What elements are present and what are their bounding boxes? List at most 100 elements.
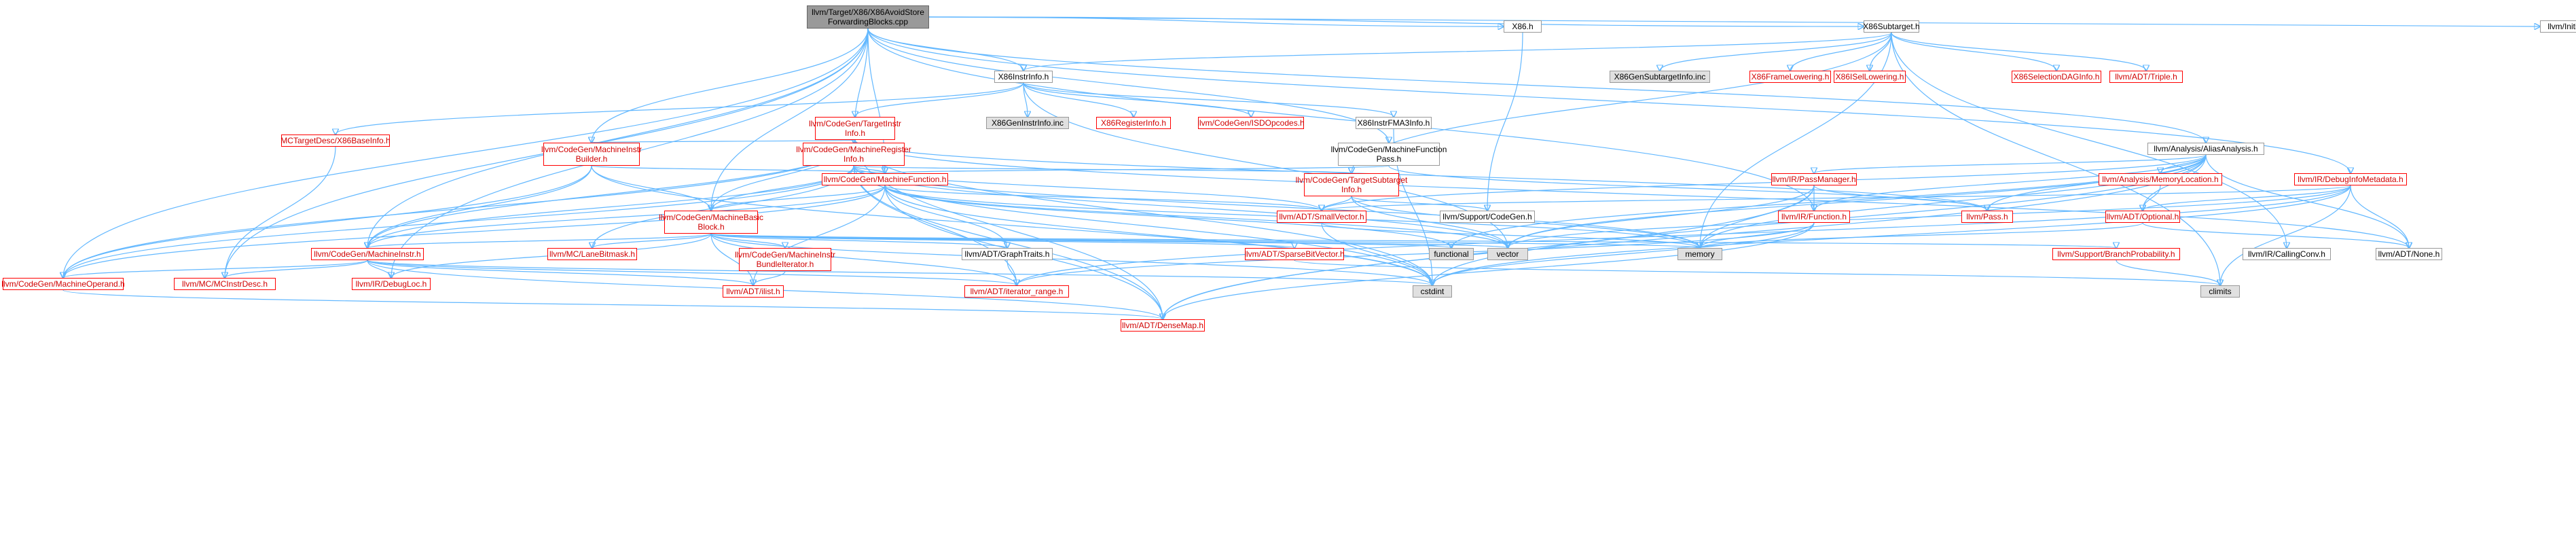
node-x86isellowering[interactable]: X86ISelLowering.h	[1834, 71, 1906, 83]
edge-root-to-debuginfometadata	[867, 28, 2351, 173]
edge-machineinstr-to-machineoperand	[63, 260, 368, 278]
node-branchprob[interactable]: llvm/Support/BranchProbability.h	[2052, 248, 2180, 260]
node-densemap[interactable]: llvm/ADT/DenseMap.h	[1121, 319, 1205, 332]
node-adtnone[interactable]: llvm/ADT/None.h	[2376, 248, 2442, 260]
node-targetsubtargetinfo[interactable]: llvm/CodeGen/TargetSubtarget Info.h	[1296, 173, 1407, 196]
node-lanebitmask[interactable]: llvm/MC/LaneBitmask.h	[547, 248, 637, 260]
edge-root-to-x86instrinfo	[867, 28, 1023, 71]
node-cstdint: cstdint	[1413, 285, 1452, 298]
edge-debuginfometadata-to-vector	[1508, 185, 2351, 248]
node-supportcodegen[interactable]: llvm/Support/CodeGen.h	[1440, 211, 1535, 223]
edge-root-to-machineinstr	[367, 28, 869, 248]
node-memorylocation[interactable]: llvm/Analysis/MemoryLocation.h	[2099, 173, 2222, 185]
edge-targetinstrinfo-to-adtnone	[854, 139, 2409, 248]
node-machineinstr[interactable]: llvm/CodeGen/MachineInstr.h	[311, 248, 424, 260]
edge-machinefunction-to-machinebasicblock	[711, 185, 886, 211]
node-irfunction[interactable]: llvm/IR/Function.h	[1778, 211, 1850, 223]
edge-x86subtarget-to-x86instrinfo	[1023, 32, 1892, 71]
node-memory: memory	[1677, 248, 1722, 260]
edge-aliasanalysis-to-smallvector	[1322, 154, 2207, 211]
edge-memorylocation-to-adtoptional	[2143, 185, 2161, 211]
edge-irfunction-to-memory	[1700, 222, 1815, 248]
node-machineoperand[interactable]: llvm/CodeGen/MachineOperand.h	[1, 278, 125, 290]
edge-x86subtarget-to-adttriple	[1891, 32, 2146, 71]
node-x86subtarget[interactable]: X86Subtarget.h	[1863, 20, 1920, 33]
node-isdopcodes[interactable]: llvm/CodeGen/ISDOpcodes.h	[1197, 117, 1305, 129]
node-bundleiterator[interactable]: llvm/CodeGen/MachineInstr BundleIterator…	[735, 248, 835, 271]
edge-bundleiterator-to-ilist	[753, 270, 786, 285]
node-x86selectiondag[interactable]: X86SelectionDAGInfo.h	[2012, 71, 2101, 83]
node-x86registerinfo[interactable]: X86RegisterInfo.h	[1096, 117, 1171, 129]
node-mcinstrdesc[interactable]: llvm/MC/MCInstrDesc.h	[174, 278, 276, 290]
edge-machineoperand-to-densemap	[62, 289, 1163, 319]
node-ilist[interactable]: llvm/ADT/ilist.h	[723, 285, 784, 298]
edge-graphtraits-to-iteratorrange	[1006, 260, 1017, 285]
edge-debuginfometadata-to-iteratorrange	[1017, 185, 2351, 285]
edge-aliasanalysis-to-memory	[1700, 154, 2207, 248]
edge-root-to-initpasses	[928, 16, 2540, 26]
node-debugloc[interactable]: llvm/IR/DebugLoc.h	[352, 278, 431, 290]
edge-machineregisterinfo-to-machineinstr	[367, 165, 854, 248]
edge-x86baseinfo-to-mcinstrdesc	[225, 146, 336, 278]
node-aliasanalysis[interactable]: llvm/Analysis/AliasAnalysis.h	[2147, 143, 2264, 155]
edge-x86subtarget-to-x86selectiondag	[1891, 32, 2056, 71]
edge-root-to-x86subtarget	[928, 16, 1864, 26]
edge-machinefunctionpass-to-machinefunction	[885, 165, 1390, 173]
edge-x86instrinfo-to-x86registerinfo	[1023, 82, 1133, 117]
node-adtoptional[interactable]: llvm/ADT/Optional.h	[2105, 211, 2180, 223]
edge-branchprob-to-climits	[2116, 260, 2220, 285]
node-x86framelowering[interactable]: X86FrameLowering.h	[1749, 71, 1831, 83]
edge-machineinstr-to-iteratorrange	[367, 260, 1017, 285]
node-x86instrfma3[interactable]: X86InstrFMA3Info.h	[1356, 117, 1432, 129]
edge-adtoptional-to-memory	[1700, 222, 2143, 248]
node-debuginfometadata[interactable]: llvm/IR/DebugInfoMetadata.h	[2294, 173, 2407, 185]
node-smallvector[interactable]: llvm/ADT/SmallVector.h	[1277, 211, 1366, 223]
edge-aliasanalysis-to-vector	[1508, 154, 2207, 248]
edge-machineinstrbuilder-to-machinefunction	[591, 165, 885, 173]
edge-x86subtarget-to-x86gensubtarget	[1660, 32, 1892, 71]
edge-debuginfometadata-to-climits	[2220, 185, 2351, 285]
edge-machinefunction-to-graphtraits	[884, 185, 1007, 248]
node-iteratorrange[interactable]: llvm/ADT/iterator_range.h	[964, 285, 1069, 298]
node-graphtraits[interactable]: llvm/ADT/GraphTraits.h	[962, 248, 1053, 260]
node-x86baseinfo[interactable]: MCTargetDesc/X86BaseInfo.h	[280, 135, 391, 147]
edge-targetsubtargetinfo-to-supportcodegen	[1351, 196, 1487, 211]
node-x86h[interactable]: X86.h	[1504, 20, 1542, 33]
node-passmanager[interactable]: llvm/IR/PassManager.h	[1771, 173, 1857, 185]
node-machinefunctionpass[interactable]: llvm/CodeGen/MachineFunction Pass.h	[1331, 143, 1447, 166]
edge-machinefunction-to-functional	[884, 185, 1451, 248]
node-x86instrinfo[interactable]: X86InstrInfo.h	[994, 71, 1053, 83]
edge-machinebasicblock-to-branchprob	[710, 233, 2116, 248]
edge-machineregisterinfo-to-vector	[853, 165, 1508, 248]
node-initpasses[interactable]: llvm/InitializePasses.h	[2540, 20, 2576, 33]
edge-x86subtarget-to-climits	[1891, 32, 2220, 285]
node-machinebasicblock[interactable]: llvm/CodeGen/MachineBasic Block.h	[659, 211, 763, 234]
node-adttriple[interactable]: llvm/ADT/Triple.h	[2109, 71, 2183, 83]
edge-smallvector-to-memory	[1321, 222, 1700, 248]
node-machinefunction[interactable]: llvm/CodeGen/MachineFunction.h	[822, 173, 948, 185]
edge-passmanager-to-vector	[1508, 185, 1815, 248]
edge-x86instrinfo-to-x86instrfma3	[1023, 82, 1394, 117]
edge-aliasanalysis-to-adtnone	[2205, 154, 2409, 248]
edge-debuginfometadata-to-cstdint	[1432, 185, 2351, 285]
edge-machinefunction-to-smallvector	[884, 185, 1322, 211]
edge-debuginfometadata-to-smallvector	[1322, 185, 2351, 211]
node-machineinstrbuilder[interactable]: llvm/CodeGen/MachineInstr Builder.h	[541, 143, 642, 166]
edge-root-to-machineinstrbuilder	[592, 28, 869, 143]
node-sparsebitvector[interactable]: llvm/ADT/SparseBitVector.h	[1244, 248, 1345, 260]
node-irpass[interactable]: llvm/Pass.h	[1961, 211, 2013, 223]
node-targetinstrinfo[interactable]: llvm/CodeGen/TargetInstr Info.h	[809, 117, 901, 140]
edge-machineregisterinfo-to-iteratorrange	[853, 165, 1017, 285]
edge-machinebasicblock-to-ilist	[710, 233, 753, 285]
node-x86gensubtarget: X86GenSubtargetInfo.inc	[1610, 71, 1710, 83]
node-machineregisterinfo[interactable]: llvm/CodeGen/MachineRegister Info.h	[796, 143, 911, 166]
edge-machineinstr-to-ilist	[367, 260, 753, 285]
edge-machinefunction-to-vector	[884, 185, 1508, 248]
edge-machineinstr-to-mcinstrdesc	[225, 260, 368, 278]
edge-machinebasicblock-to-cstdint	[710, 233, 1432, 285]
edge-machineinstrbuilder-to-machineinstr	[367, 165, 592, 248]
edge-machineinstrbuilder-to-machinebasicblock	[591, 165, 711, 211]
edge-root-to-aliasanalysis	[867, 28, 2206, 143]
node-callingconv[interactable]: llvm/IR/CallingConv.h	[2243, 248, 2331, 260]
